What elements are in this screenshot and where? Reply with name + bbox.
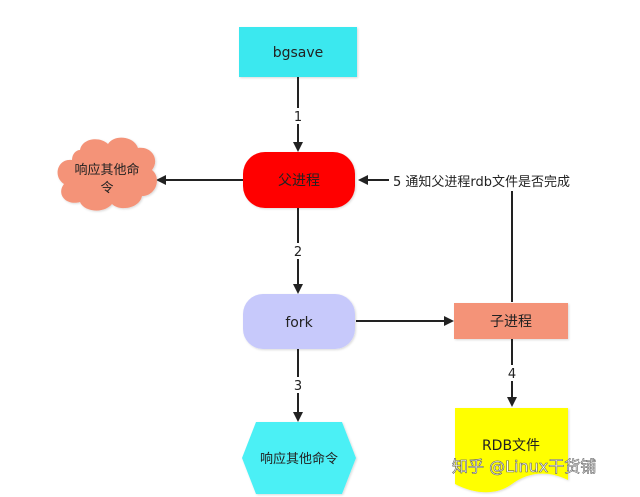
node-parent-process: 父进程 — [243, 152, 355, 208]
node-fork-label: fork — [285, 315, 313, 331]
node-respond-cloud: 响应其他命 令 — [57, 137, 157, 211]
node-fork: fork — [243, 294, 355, 349]
node-child-label: 子进程 — [490, 314, 532, 330]
node-respond-cloud-label-1: 响应其他命 — [74, 162, 139, 178]
node-bgsave: bgsave — [239, 27, 357, 77]
node-respond-hexagon: 响应其他命令 — [242, 422, 356, 494]
edge-child-to-parent — [358, 175, 513, 302]
node-rdb-file: RDB文件 — [455, 408, 568, 493]
node-rdb-label: RDB文件 — [482, 438, 540, 454]
node-bgsave-label: bgsave — [273, 45, 324, 61]
node-parent-label: 父进程 — [278, 173, 320, 189]
edge-label-3: 3 — [294, 379, 302, 394]
zhihu-watermark: 知乎 @Linux干货铺 — [452, 457, 596, 476]
edge-label-2: 2 — [294, 245, 302, 260]
node-respond-cloud-label-2: 令 — [100, 181, 113, 196]
node-respond-hex-label: 响应其他命令 — [260, 451, 338, 467]
edge-label-1: 1 — [294, 110, 302, 125]
node-child-process: 子进程 — [454, 303, 568, 339]
edge-label-4: 4 — [508, 367, 516, 382]
edge-label-5: 5 通知父进程rdb文件是否完成 — [393, 174, 570, 190]
